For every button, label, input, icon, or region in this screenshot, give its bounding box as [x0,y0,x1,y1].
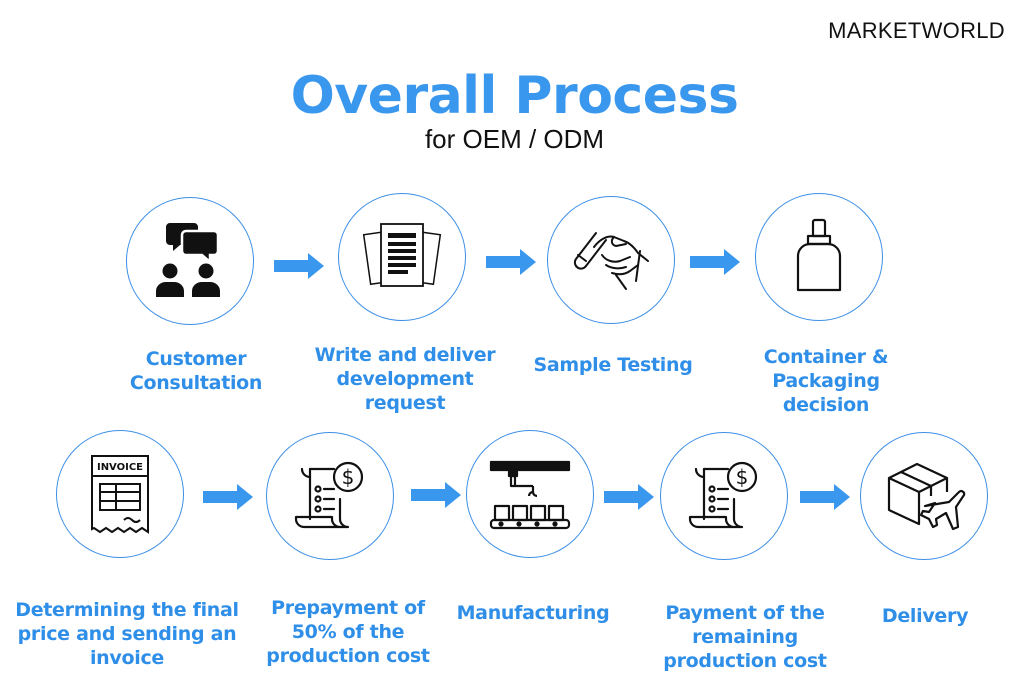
step-1-circle [126,197,254,325]
svg-text:$: $ [342,465,355,489]
bottle-container-icon [796,218,842,292]
step-8-circle: $ [660,432,788,560]
invoice-icon: INVOICE [91,455,149,534]
bill-payment-icon: $ [688,461,758,529]
step-7-circle [466,430,594,558]
page-title: Overall Process [290,66,739,126]
step-5-circle: INVOICE [56,430,184,558]
step-3-label: Sample Testing [533,354,693,376]
factory-conveyor-icon [489,460,571,530]
page-subtitle: for OEM / ODM [424,124,605,154]
consultation-chat-icon [156,223,220,297]
flow-arrow-6 [604,484,654,510]
flow-arrow-1 [274,253,324,279]
step-9-circle [860,432,988,560]
flow-arrow-2 [486,249,536,275]
step-9-label: Delivery [881,605,969,627]
bill-payment-icon: $ [294,461,364,529]
step-4-circle [755,193,883,321]
svg-text:$: $ [736,465,749,489]
flow-arrow-4 [203,484,253,510]
documents-icon [362,223,442,287]
hand-sample-icon [573,232,649,290]
step-6-circle: $ [266,432,394,560]
invoice-icon-text: INVOICE [97,462,143,473]
brand-name: MARKETWORLD [828,18,1005,43]
package-airplane-icon [887,462,966,531]
flow-arrow-3 [690,249,740,275]
flow-arrow-5 [411,482,461,508]
step-3-circle [547,196,675,324]
step-2-circle [338,193,466,321]
step-7-label: Manufacturing [456,602,610,624]
flow-arrow-7 [800,484,850,510]
